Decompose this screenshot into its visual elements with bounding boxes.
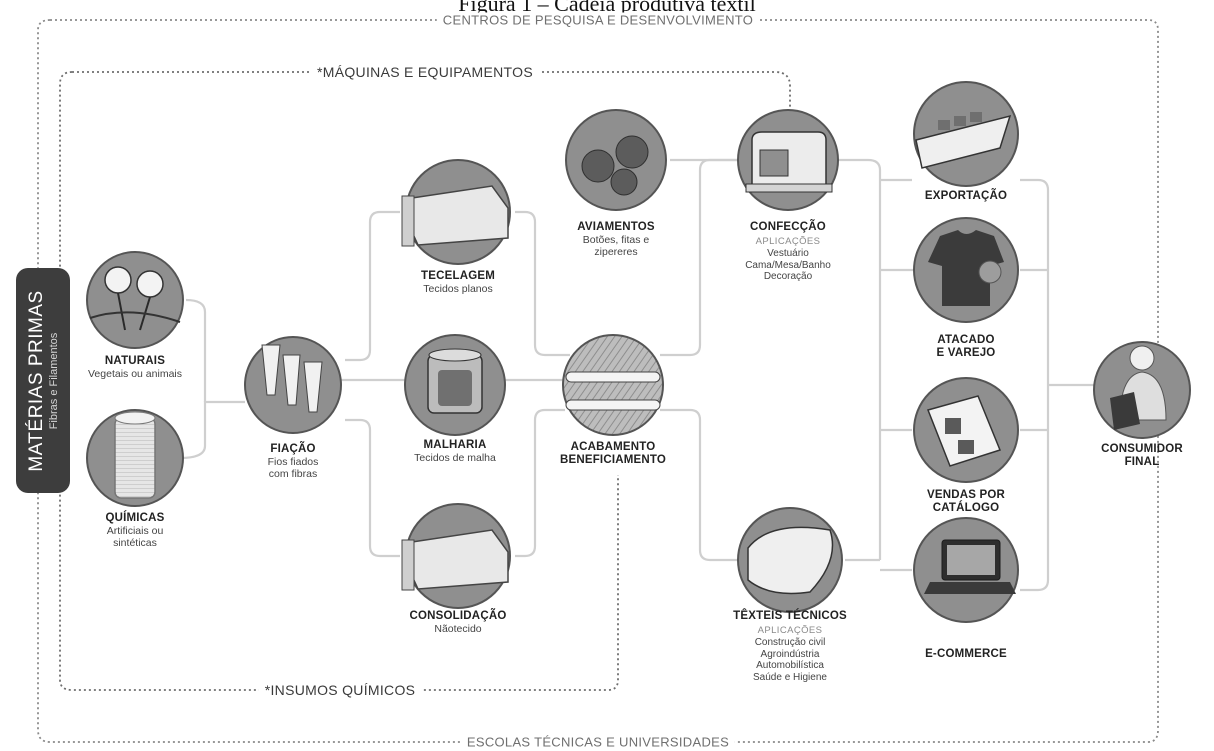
tecelagem-title: TECELAGEM [421, 270, 495, 282]
consumer-icon [1093, 341, 1191, 439]
chemicals-label: *INSUMOS QUÍMICOS [258, 682, 422, 698]
aviamentos-title: AVIAMENTOS [577, 221, 655, 233]
finishing-rollers-icon [562, 334, 664, 436]
knitting-machine-icon [404, 334, 506, 436]
node-ecommerce: E-COMMERCE [925, 648, 1007, 661]
node-atacado: ATACADO E VAREJO [937, 334, 996, 360]
node-quimicas: QUÍMICAS Artificiais ou sintéticas [105, 512, 164, 549]
top-frame-label: CENTROS DE PESQUISA E DESENVOLVIMENTO [436, 12, 760, 28]
cargo-ship-icon [913, 81, 1019, 187]
outer-dotted-frame [37, 19, 1159, 743]
buttons-icon [565, 109, 667, 211]
node-consumidor: CONSUMIDOR FINAL [1101, 443, 1183, 469]
node-texteis-tecnicos: TÊXTEIS TÉCNICOS APLICAÇÕES Construção c… [733, 610, 847, 683]
sidebar-title: MATÉRIAS PRIMAS [26, 289, 47, 472]
malharia-subtitle: Tecidos de malha [414, 452, 496, 465]
raw-materials-sidebar: MATÉRIAS PRIMAS Fibras e Filamentos [16, 268, 70, 493]
confeccao-app: Vestuário [767, 248, 809, 260]
node-aviamentos: AVIAMENTOS Botões, fitas e zipereres [577, 221, 655, 258]
consumidor-title: CONSUMIDOR [1101, 443, 1183, 455]
naturais-title: NATURAIS [104, 355, 166, 367]
node-fiacao: FIAÇÃO Fios fiados com fibras [268, 443, 319, 480]
sidebar-subtitle: Fibras e Filamentos [48, 332, 60, 429]
quimicas-line1: Artificiais ou [106, 525, 164, 538]
node-tecelagem: TECELAGEM Tecidos planos [421, 270, 495, 295]
aviamentos-line1: Botões, fitas e [582, 234, 650, 247]
aviamentos-line2: zipereres [594, 246, 638, 259]
bottom-frame-label: ESCOLAS TÉCNICAS E UNIVERSIDADES [460, 734, 736, 750]
varejo-title: E VAREJO [936, 347, 996, 360]
consolidacao-title: CONSOLIDAÇÃO [409, 610, 507, 622]
node-vendas: VENDAS POR CATÁLOGO [927, 489, 1005, 515]
confeccao-app: Cama/Mesa/Banho [745, 259, 831, 271]
catalog-icon [913, 377, 1019, 483]
sewing-machine-icon [737, 109, 839, 211]
atacado-title: ATACADO [937, 334, 995, 346]
final-title: FINAL [1124, 456, 1160, 469]
confeccao-app: Decoração [763, 271, 813, 283]
spinning-bobbins-icon [244, 336, 342, 434]
consolidacao-subtitle: Nãotecido [434, 623, 482, 636]
node-acabamento: ACABAMENTO BENEFICIAMENTO [560, 441, 666, 467]
ecommerce-title: E-COMMERCE [925, 648, 1007, 660]
cotton-icon [86, 251, 184, 349]
nonwoven-machine-icon [401, 503, 511, 609]
tecelagem-subtitle: Tecidos planos [423, 283, 493, 296]
node-naturais: NATURAIS Vegetais ou animais [88, 355, 182, 380]
beneficiamento-title: BENEFICIAMENTO [559, 454, 667, 467]
fiacao-line2: com fibras [268, 468, 318, 481]
catalogo-title: CATÁLOGO [932, 502, 1000, 515]
texteis-app: Saúde e Higiene [753, 671, 827, 683]
node-consolidacao: CONSOLIDAÇÃO Nãotecido [410, 610, 507, 635]
node-malharia: MALHARIA Tecidos de malha [414, 439, 496, 464]
acabamento-title: ACABAMENTO [570, 441, 656, 453]
thread-spool-icon [86, 409, 184, 507]
weaving-machine-icon [401, 159, 511, 265]
texteis-app: Construção civil [754, 637, 826, 649]
tshirt-icon [913, 217, 1019, 323]
figure-title: Figura 1 – Cadeia produtiva têxtil [458, 0, 756, 16]
technical-fabric-icon [737, 507, 843, 613]
malharia-title: MALHARIA [423, 439, 487, 451]
confeccao-title: CONFECÇÃO [750, 221, 826, 233]
machines-label: *MÁQUINAS E EQUIPAMENTOS [311, 64, 539, 80]
quimicas-line2: sintéticas [113, 537, 157, 550]
confeccao-applications-label: APLICAÇÕES [755, 236, 821, 248]
node-exportacao: EXPORTAÇÃO [925, 190, 1007, 203]
vendas-title: VENDAS POR [926, 489, 1006, 501]
texteis-tecnicos-title: TÊXTEIS TÉCNICOS [733, 610, 847, 622]
node-confeccao: CONFECÇÃO APLICAÇÕES Vestuário Cama/Mesa… [745, 221, 831, 283]
quimicas-title: QUÍMICAS [105, 512, 165, 524]
flow-connectors [179, 158, 1100, 592]
laptop-icon [913, 517, 1019, 623]
texteis-app: Agroindústria [760, 648, 820, 660]
texteis-app: Automobilística [756, 660, 824, 672]
inner-dotted-frame [59, 71, 791, 691]
fiacao-title: FIAÇÃO [270, 443, 316, 455]
texteis-applications-label: APLICAÇÕES [757, 625, 823, 637]
naturais-subtitle: Vegetais ou animais [88, 368, 182, 381]
fiacao-line1: Fios fiados [267, 456, 319, 469]
exportacao-title: EXPORTAÇÃO [924, 190, 1008, 202]
